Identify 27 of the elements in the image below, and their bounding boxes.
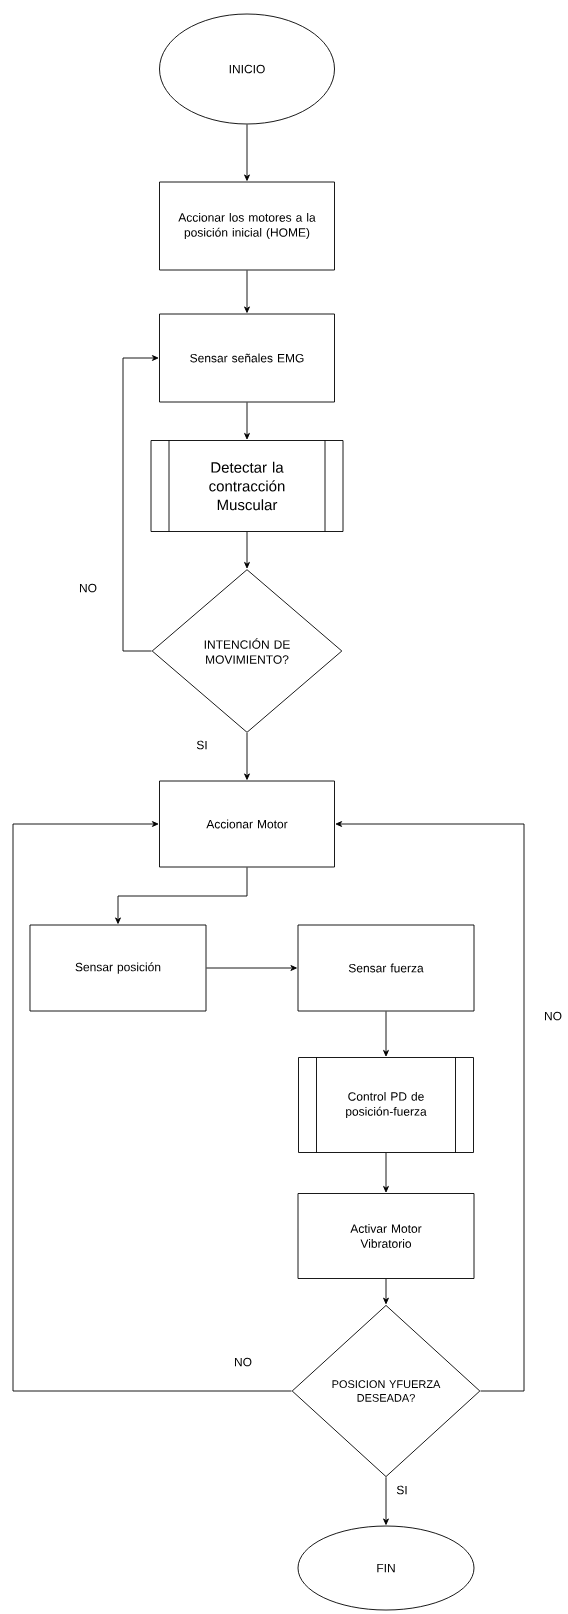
arrow xyxy=(244,732,250,780)
arrow xyxy=(244,402,250,440)
arrow xyxy=(115,867,248,924)
process-box: Sensar posición xyxy=(29,924,207,1012)
arrow xyxy=(244,270,250,313)
arrow xyxy=(383,1011,389,1057)
subprocess-box: Control PD de posición-fuerza xyxy=(298,1057,474,1153)
arrow xyxy=(383,1476,389,1525)
edge-label: NO xyxy=(233,1356,253,1368)
process-box: Sensar señales EMG xyxy=(159,313,335,403)
edge-label: SI xyxy=(395,1484,409,1496)
edge-label: NO xyxy=(78,582,98,594)
arrow xyxy=(244,124,250,181)
process-box: Accionar Motor xyxy=(159,780,335,868)
process-box: Accionar los motores a la posición inicial (HOME) xyxy=(159,181,335,271)
arrow xyxy=(383,1278,389,1305)
subprocess-box: Detectar la contracción Muscular xyxy=(150,440,344,532)
arrow xyxy=(383,1152,389,1193)
arrow xyxy=(12,821,292,1392)
arrow xyxy=(122,355,159,652)
process-box: Activar Motor Vibratorio xyxy=(297,1193,475,1279)
arrow xyxy=(244,531,250,569)
edge-label: NO xyxy=(543,1010,563,1022)
process-box: Sensar fuerza xyxy=(297,924,475,1012)
arrow xyxy=(206,965,297,971)
edge-label: SI xyxy=(195,739,209,751)
arrow xyxy=(335,821,525,1392)
